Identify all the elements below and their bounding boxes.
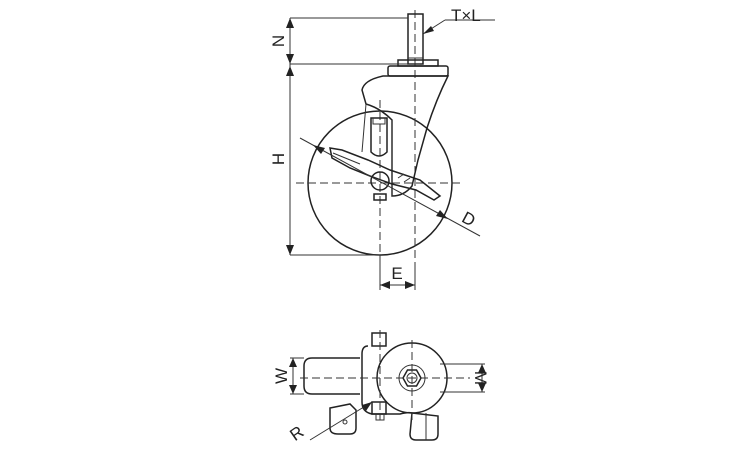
dim-r-line bbox=[309, 401, 373, 441]
label-thread: T×L bbox=[451, 6, 481, 25]
label-e: E bbox=[391, 264, 402, 283]
swivel-plate bbox=[387, 65, 449, 77]
brake-block bbox=[370, 117, 388, 157]
label-m: M bbox=[471, 371, 490, 385]
brake-lever bbox=[329, 147, 442, 201]
axle-hub bbox=[370, 171, 390, 191]
label-d: D bbox=[459, 208, 479, 231]
fork-body bbox=[361, 345, 413, 415]
top-view bbox=[289, 330, 486, 441]
label-w: W bbox=[272, 368, 291, 384]
label-h: H bbox=[269, 153, 288, 165]
lower-lever bbox=[329, 403, 357, 435]
pedal-housing bbox=[303, 357, 360, 395]
label-n: N bbox=[269, 35, 288, 47]
label-r: R bbox=[286, 422, 307, 445]
dim-d-line bbox=[299, 137, 481, 237]
right-tab bbox=[409, 412, 439, 441]
side-view bbox=[286, 10, 495, 290]
axle-head bbox=[371, 401, 387, 415]
